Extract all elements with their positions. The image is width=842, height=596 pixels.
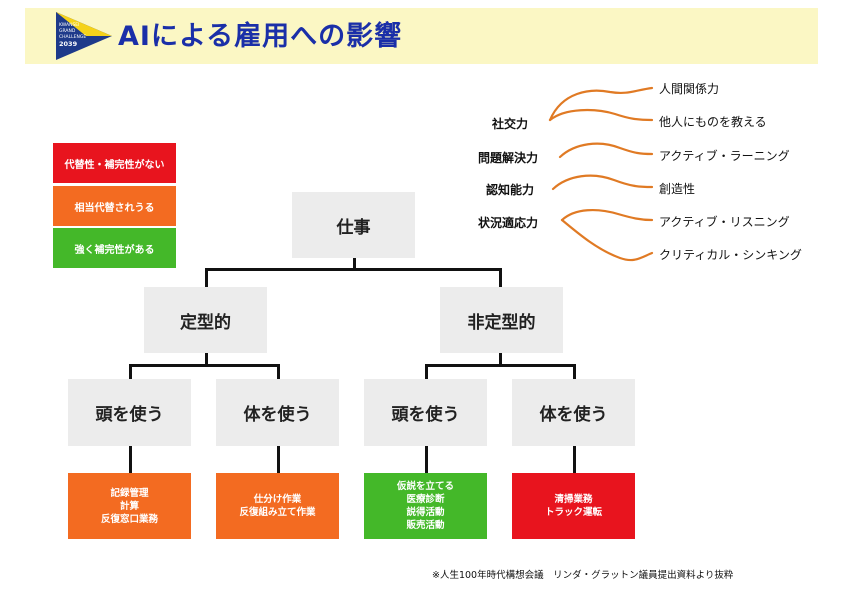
tasks-routine-head: 記録管理 計算 反復窓口業務: [68, 473, 191, 539]
legend-complementary: 強く補完性がある: [53, 228, 176, 268]
logo-text-4: 2039: [59, 40, 78, 48]
logo-text-2: GRAND: [59, 28, 76, 34]
node-non-routine: 非定型的: [440, 287, 563, 353]
node-nonroutine-head: 頭を使う: [364, 379, 487, 446]
connector: [573, 364, 576, 380]
connector: [205, 268, 208, 288]
node-root: 仕事: [292, 192, 415, 258]
curve-cognitive: [551, 174, 654, 191]
ability-cognitive: 認知能力: [486, 183, 535, 197]
legend-no-substitution: 代替性・補完性がない: [53, 143, 176, 183]
tasks-nonroutine-body: 清掃業務 トラック運転: [512, 473, 635, 539]
node-routine-head: 頭を使う: [68, 379, 191, 446]
connector: [129, 364, 280, 367]
skill-creativity: 創造性: [659, 182, 696, 196]
skill-interpersonal: 人間関係力: [659, 82, 720, 96]
curve-problem: [558, 142, 654, 159]
connector: [499, 352, 502, 366]
connector: [499, 268, 502, 288]
connector: [277, 364, 280, 380]
connector: [205, 352, 208, 366]
ability-social: 社交力: [492, 117, 529, 131]
header-banner: [25, 8, 818, 64]
connector: [205, 268, 502, 271]
page-title: AIによる雇用への影響: [118, 21, 403, 52]
source-note: ※人生100年時代構想会議 リンダ・グラットン議員提出資料より抜粋: [432, 570, 734, 581]
curve-social-upper: [548, 86, 654, 122]
kwansei-logo: KWANSEI GRAND CHALLENGE 2039: [56, 12, 112, 60]
skill-active-learning: アクティブ・ラーニング: [659, 149, 790, 163]
logo-text-1: KWANSEI: [59, 22, 79, 28]
connector: [129, 446, 132, 474]
node-routine-body: 体を使う: [216, 379, 339, 446]
ability-adaptability: 状況適応力: [478, 216, 539, 230]
skill-teaching: 他人にものを教える: [659, 115, 767, 129]
curve-social-lower: [548, 108, 654, 122]
skill-critical-thinking: クリティカル・シンキング: [659, 248, 802, 262]
connector: [277, 446, 280, 474]
connector: [573, 446, 576, 474]
tasks-nonroutine-head: 仮説を立てる 医療診断 説得活動 販売活動: [364, 473, 487, 539]
connector: [425, 446, 428, 474]
tasks-routine-body: 仕分け作業 反復組み立て作業: [216, 473, 339, 539]
connector: [353, 257, 356, 270]
connector: [425, 364, 428, 380]
connector: [425, 364, 576, 367]
skill-active-listening: アクティブ・リスニング: [659, 215, 790, 229]
curve-adapt-lower: [560, 218, 654, 262]
curve-adapt-upper: [560, 208, 654, 222]
connector: [129, 364, 132, 380]
legend-substitutable: 相当代替されうる: [53, 186, 176, 226]
node-nonroutine-body: 体を使う: [512, 379, 635, 446]
ability-problem-solving: 問題解決力: [478, 151, 539, 165]
node-routine: 定型的: [144, 287, 267, 353]
logo-text-3: CHALLENGE: [59, 34, 86, 40]
